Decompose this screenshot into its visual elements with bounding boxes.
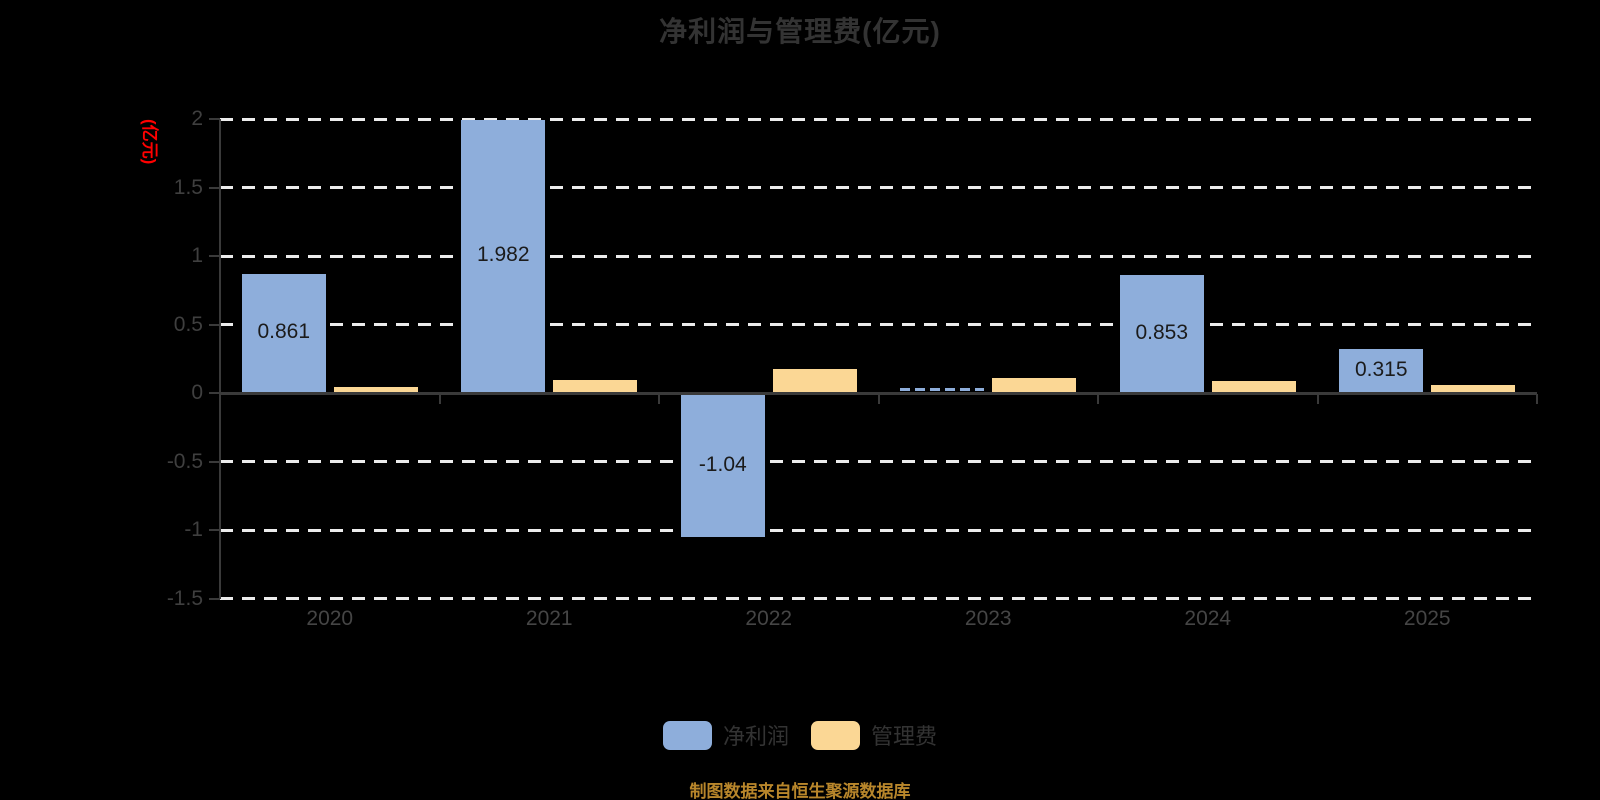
- x-tick-6: [1536, 394, 1538, 404]
- y-tick-label-2: 2: [191, 107, 203, 130]
- bar-net-profit-2022: [680, 395, 765, 537]
- gridline--0.5: [220, 460, 1537, 463]
- bar-label-net-profit-2022: -1.04: [698, 453, 747, 476]
- y-tick-1.5: [209, 186, 220, 189]
- y-axis-line: [219, 119, 221, 599]
- gridline--1: [220, 528, 1537, 532]
- bar-net-profit-2024: [1119, 275, 1204, 392]
- y-tick-label-0.5: 0.5: [173, 312, 203, 336]
- y-tick-label-1: 1: [191, 244, 203, 267]
- bar-label-net-profit-2021: 1.982: [476, 243, 530, 266]
- bar-net-profit-2020: [241, 274, 326, 392]
- y-tick-label--0.5: -0.5: [166, 449, 203, 473]
- bar-mgmt-fee-2020: [333, 387, 418, 392]
- bar-mgmt-fee-2022: [772, 369, 857, 392]
- gridline-1: [220, 254, 1537, 258]
- x-axis-line: [220, 392, 1537, 395]
- y-tick-label--1: -1: [184, 518, 203, 541]
- y-tick-label--1.5: -1.5: [166, 586, 203, 610]
- bar-mgmt-fee-2024: [1211, 381, 1296, 392]
- x-tick-label-2021: 2021: [525, 607, 573, 630]
- bar-net-profit-2023: [900, 388, 985, 391]
- bar-label-net-profit-2020: 0.861: [257, 320, 311, 343]
- bar-net-profit-2021: [461, 120, 546, 392]
- data-source-note: 制图数据来自恒生聚源数据库: [689, 782, 911, 800]
- x-tick-label-2024: 2024: [1184, 607, 1232, 630]
- bar-mgmt-fee-2021: [553, 380, 638, 392]
- bar-label-net-profit-2025: 0.315: [1354, 357, 1408, 381]
- x-tick-label-2020: 2020: [306, 607, 354, 630]
- x-tick-2: [658, 394, 660, 404]
- legend: 净利润 管理费: [0, 719, 1600, 751]
- y-tick-label-1.5: 1.5: [173, 175, 203, 199]
- legend-item-net-profit[interactable]: 净利润: [662, 719, 789, 751]
- y-tick-0: [209, 392, 220, 394]
- mgmt-fee-swatch-icon: [811, 720, 860, 750]
- gridline-2: [220, 117, 1537, 121]
- x-tick-5: [1316, 394, 1319, 404]
- bar-label-net-profit-2024: 0.853: [1135, 320, 1189, 344]
- y-tick-2: [209, 118, 220, 120]
- y-tick--1: [209, 529, 220, 531]
- gridline-1.5: [220, 186, 1537, 189]
- x-tick-3: [877, 394, 880, 404]
- y-tick-label-0: 0: [191, 381, 203, 404]
- y-tick-1: [209, 255, 220, 257]
- legend-label-net-profit: 净利润: [722, 724, 789, 749]
- x-tick-label-2025: 2025: [1403, 607, 1451, 630]
- y-tick--1.5: [209, 597, 220, 600]
- x-tick-0: [219, 394, 221, 404]
- bar-mgmt-fee-2025: [1431, 385, 1516, 392]
- gridline-0.5: [220, 323, 1537, 326]
- bar-mgmt-fee-2023: [992, 378, 1077, 392]
- y-tick--0.5: [209, 460, 220, 463]
- x-tick-label-2022: 2022: [745, 607, 793, 630]
- y-tick-0.5: [209, 323, 220, 326]
- bar-net-profit-2025: [1339, 349, 1424, 392]
- x-tick-label-2023: 2023: [964, 607, 1012, 630]
- net-profit-swatch-icon: [662, 720, 712, 750]
- x-tick-1: [438, 394, 441, 404]
- legend-item-mgmt-fee[interactable]: 管理费: [811, 719, 937, 751]
- chart-title: 净利润与管理费(亿元): [659, 16, 941, 47]
- legend-label-mgmt-fee: 管理费: [871, 724, 938, 749]
- x-tick-4: [1097, 394, 1099, 404]
- gridline--1.5: [220, 597, 1537, 600]
